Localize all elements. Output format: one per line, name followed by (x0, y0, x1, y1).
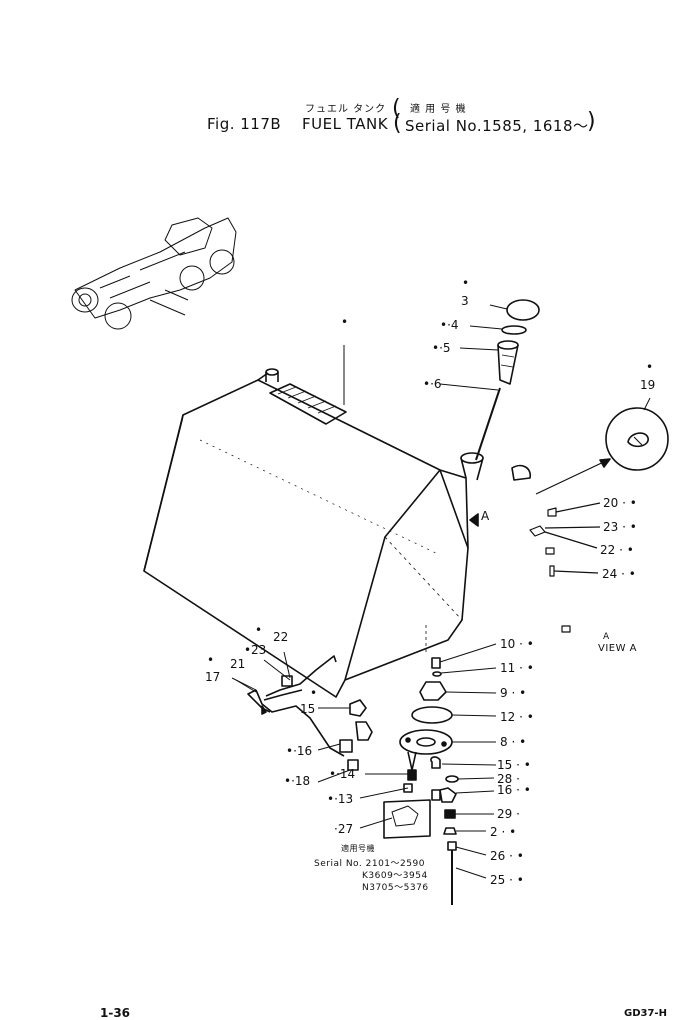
callout-4-num: 4 (450, 318, 459, 332)
callout-11-num: 11 (500, 661, 516, 675)
callout-16-right: 16 · • (497, 783, 531, 797)
header-paren-open: ( (392, 96, 401, 121)
page-number: 1-36 (100, 1006, 131, 1020)
sender-assembly (399, 625, 497, 905)
applicable-serial: Serial No.1585, 1618～ (405, 117, 589, 135)
label-arrow-a: A (481, 509, 490, 523)
header-jp-part-name: フュエル タンク (305, 104, 387, 115)
callout-27-num: 27 (337, 822, 354, 836)
callout-10-num: 10 (500, 637, 516, 651)
callout-6-num: 6 (433, 377, 442, 391)
callout-21: 21 (230, 657, 246, 671)
callout-15-right-num: 15 (497, 758, 513, 772)
part-view-19 (605, 397, 669, 471)
callout-2-num: 2 (490, 825, 498, 839)
callout-28: 28 · (497, 772, 520, 786)
callout-6: •·6 (423, 377, 442, 391)
right-bracket-parts (529, 502, 601, 633)
serial-note-line1: Serial No. 2101～2590 (314, 859, 425, 869)
callout-14-num: 14 (339, 767, 356, 781)
callout-29-num: 29 (497, 807, 513, 821)
callout-16-left-num: 16 (296, 744, 313, 758)
header-paren-close: ) (587, 109, 596, 134)
callout-29: 29 · (497, 807, 520, 821)
part-27-box (359, 799, 431, 839)
callout-17: 17 (205, 670, 221, 684)
callout-16-left: •·16 (286, 744, 313, 758)
callout-2: 2 · • (490, 825, 517, 839)
callout-22-right: 22 · • (600, 543, 634, 557)
callout-15-right: 15 · • (497, 758, 531, 772)
callout-24: 24 · • (602, 567, 636, 581)
callout-23-right-num: 23 (603, 520, 619, 534)
figure-title: FUEL TANK (302, 115, 389, 133)
part-gauge-rod-6 (439, 383, 501, 461)
callout-20: 20 · • (603, 496, 637, 510)
bullet-mark: • (207, 653, 215, 667)
callout-27: ·27 (334, 822, 354, 836)
bullet-mark: • (310, 686, 318, 700)
machine-thumbnail (71, 217, 237, 330)
view-a-arrow (511, 458, 611, 495)
bullet-mark: • (341, 315, 349, 329)
fuel-line-assembly (231, 651, 373, 783)
part-cap-3 (489, 299, 540, 321)
view-a-label: VIEW A (598, 643, 638, 654)
callout-10: 10 · • (500, 637, 534, 651)
callout-4: •·4 (440, 318, 459, 332)
callout-15-left: 15 (300, 702, 316, 716)
callout-20-num: 20 (603, 496, 619, 510)
serial-note-line2: K3609～3954 (362, 871, 428, 881)
callout-23-right: 23 · • (603, 520, 637, 534)
callout-11: 11 · • (500, 661, 534, 675)
callout-3: 3 (461, 294, 469, 308)
callout-5-num: 5 (442, 341, 451, 355)
callout-13-num: 13 (337, 792, 354, 806)
document-code: GD37-H (624, 1008, 667, 1019)
callout-9-num: 9 (500, 686, 508, 700)
bullet-mark: • (244, 643, 252, 657)
callout-25: 25 · • (490, 873, 524, 887)
callout-25-num: 25 (490, 873, 506, 887)
callout-22-left: 22 (273, 630, 289, 644)
callout-23-left: 23 (251, 643, 267, 657)
part-gasket-4 (469, 325, 527, 335)
view-a-small-label: A (603, 632, 610, 642)
drain-plug-14 (359, 769, 417, 799)
callout-12-num: 12 (500, 710, 516, 724)
arrow-a-marker (469, 513, 479, 527)
header-paren-open-2: ( (393, 111, 402, 136)
callout-13: •·13 (327, 792, 354, 806)
callout-9: 9 · • (500, 686, 527, 700)
serial-note-line3: N3705～5376 (362, 883, 429, 893)
callout-24-num: 24 (602, 567, 618, 581)
callout-8: 8 · • (500, 735, 527, 749)
header-jp-applicability: 適 用 号 機 (410, 104, 467, 115)
callout-26-num: 26 (490, 849, 506, 863)
figure-number: Fig. 117B (207, 115, 282, 133)
bullet-mark: • (646, 360, 654, 374)
part-strainer-5 (459, 340, 519, 385)
callout-26: 26 · • (490, 849, 524, 863)
callout-16-right-num: 16 (497, 783, 513, 797)
bullet-mark: • (255, 623, 263, 637)
fuel-tank-body (143, 368, 484, 698)
callout-8-num: 8 (500, 735, 508, 749)
serial-note-jp: 適用号機 (341, 844, 375, 853)
callout-12: 12 · • (500, 710, 534, 724)
bullet-mark: • (462, 276, 470, 290)
callout-18-num: 18 (294, 774, 311, 788)
callout-19: 19 (640, 378, 656, 392)
callout-14: •·14 (329, 767, 356, 781)
callout-5: •·5 (432, 341, 451, 355)
callout-18: •·18 (284, 774, 311, 788)
callout-22-right-num: 22 (600, 543, 616, 557)
callout-28-num: 28 (497, 772, 513, 786)
